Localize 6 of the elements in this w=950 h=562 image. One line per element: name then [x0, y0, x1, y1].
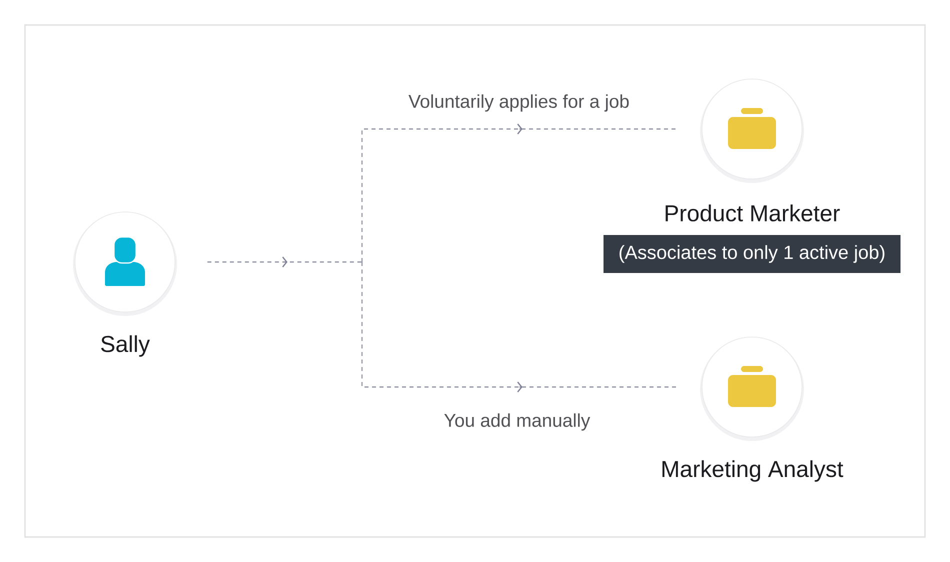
edge-label: Voluntarily applies for a job — [406, 92, 632, 114]
node-label: Product Marketer — [666, 204, 840, 222]
node-label: Sally — [101, 335, 150, 357]
note-badge: (Associates to only 1 active job) — [604, 235, 901, 273]
edge-label: You add manually — [442, 411, 592, 433]
node-label: Marketing Analyst — [662, 460, 844, 482]
